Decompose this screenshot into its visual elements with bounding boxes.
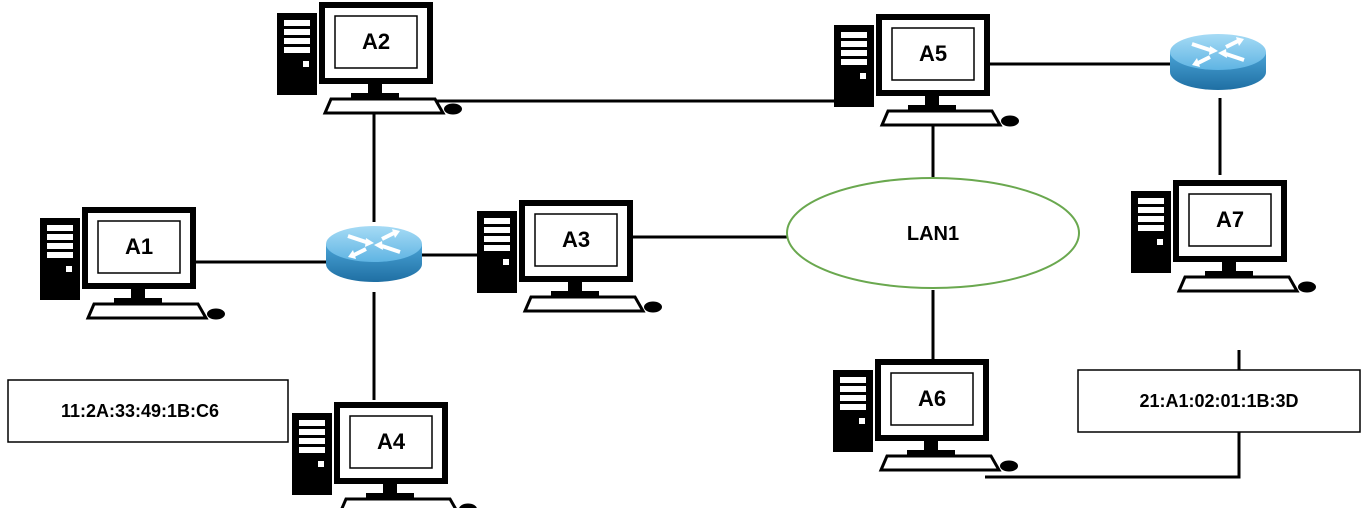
lan1-label: LAN1: [907, 223, 959, 245]
computer-a4: A4: [292, 405, 477, 508]
computer-icon: [1131, 183, 1316, 293]
computer-a7: A7: [1131, 183, 1316, 293]
computer-a4-label: A4: [377, 429, 406, 454]
computer-a5: A5: [834, 17, 1019, 127]
lan1-cloud: LAN1: [786, 177, 1080, 289]
computer-icon: [834, 17, 1019, 127]
computer-icon: [833, 362, 1018, 472]
computer-icon: [292, 405, 477, 508]
computer-a2-label: A2: [362, 29, 390, 54]
computer-a1-label: A1: [125, 234, 153, 259]
computer-a3: A3: [477, 203, 662, 313]
address-box-right: 21:A1:02:01:1B:3D: [1077, 369, 1361, 433]
computer-a3-label: A3: [562, 227, 590, 252]
computer-a2: A2: [277, 5, 462, 115]
address-box-left: 11:2A:33:49:1B:C6: [7, 379, 289, 443]
computer-a7-label: A7: [1216, 207, 1244, 232]
links: [192, 62, 1241, 479]
computer-a6-label: A6: [918, 386, 946, 411]
computer-icon: [277, 5, 462, 115]
address-left-text: 11:2A:33:49:1B:C6: [61, 401, 219, 421]
router-1-icon: [324, 224, 424, 284]
computer-icon: [477, 203, 662, 313]
computer-a6: A6: [833, 362, 1018, 472]
link-a6-address: [985, 430, 1241, 479]
computer-icon: [40, 210, 225, 320]
address-right-text: 21:A1:02:01:1B:3D: [1139, 391, 1298, 411]
computer-a5-label: A5: [919, 41, 947, 66]
computer-a1: A1: [40, 210, 225, 320]
router-2-icon: [1168, 32, 1268, 92]
